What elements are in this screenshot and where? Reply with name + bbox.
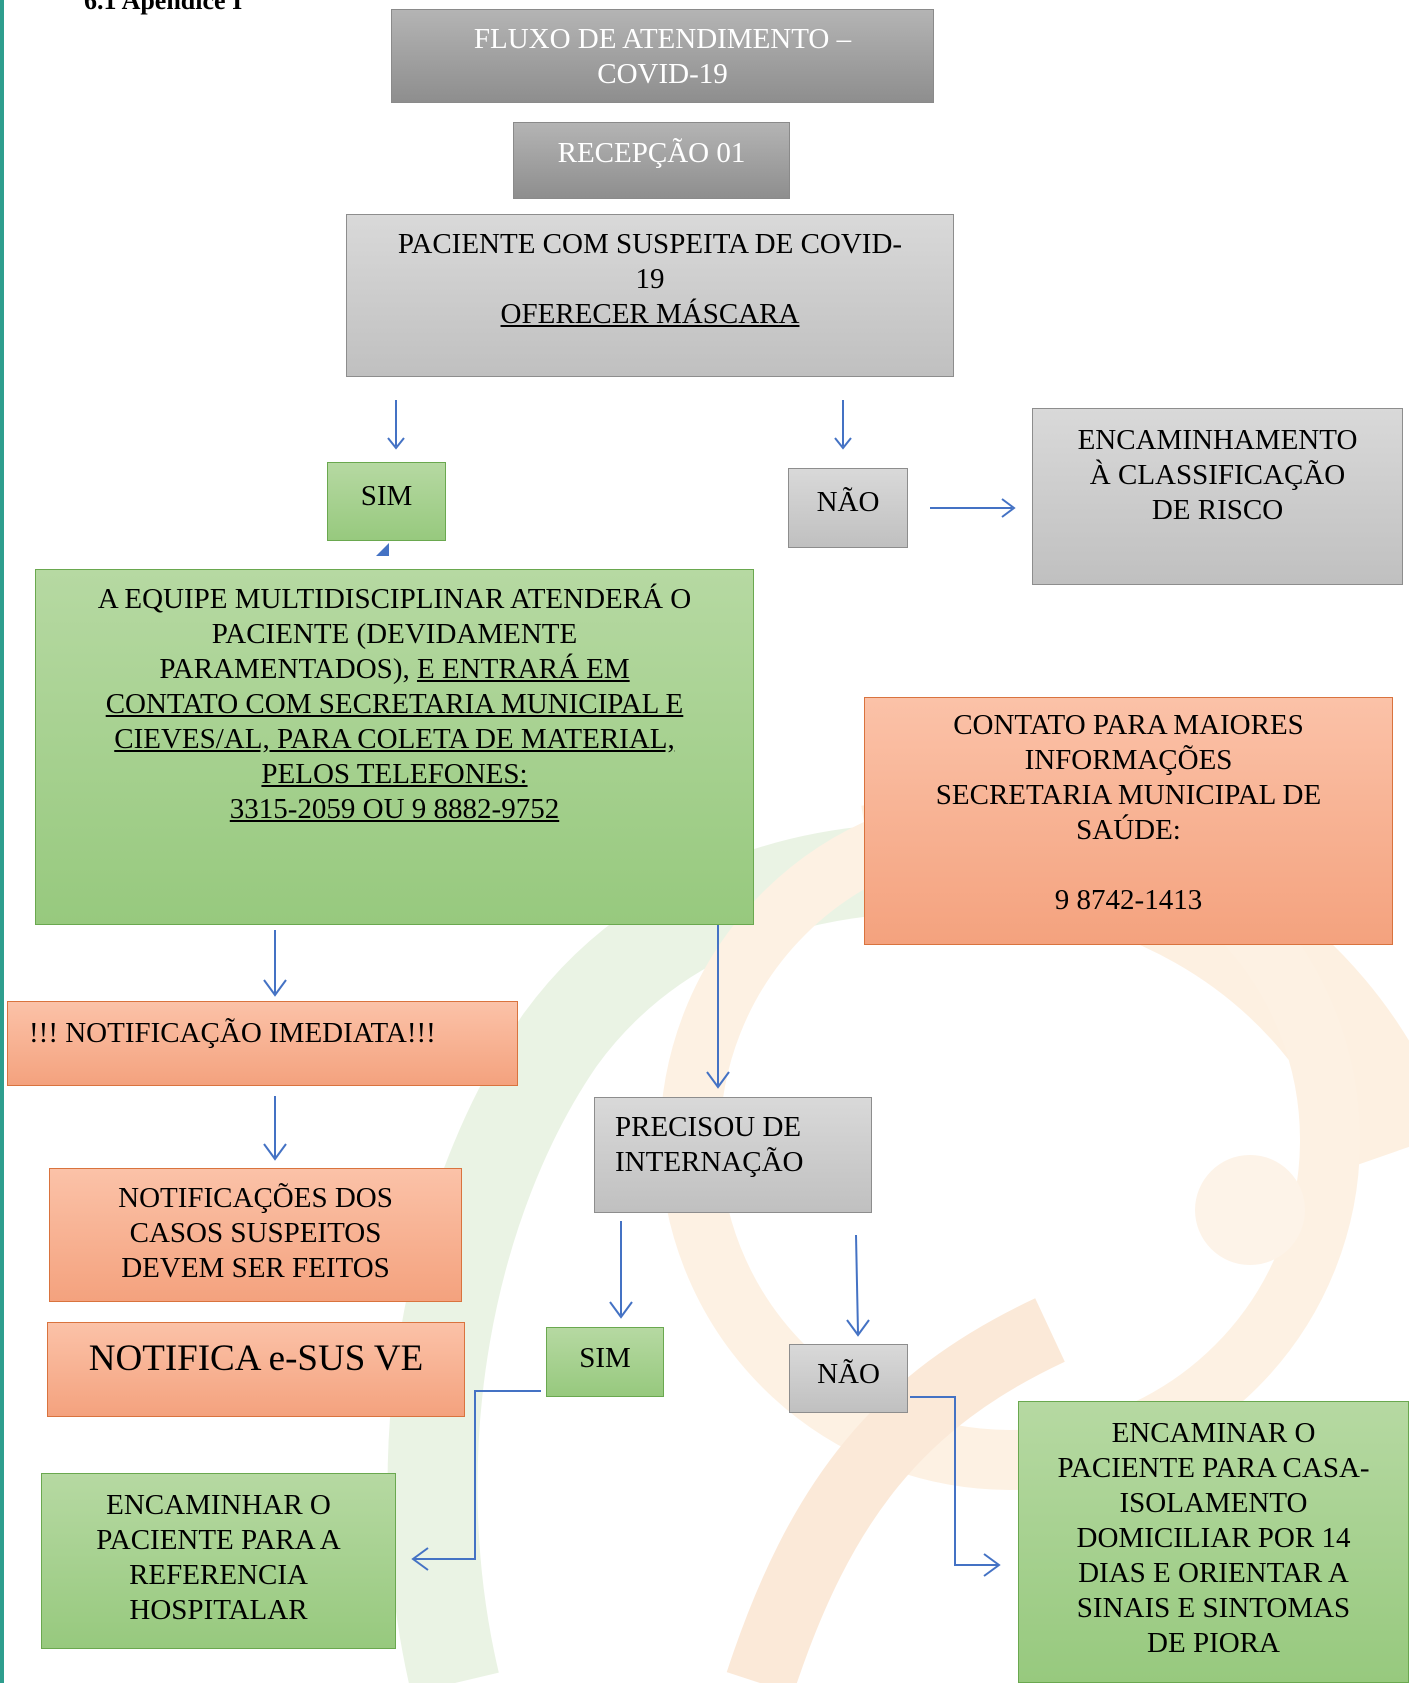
risk-line-2: À CLASSIFICAÇÃO [1089, 459, 1346, 491]
team-phones: 3315-2059 OU 9 8882-9752 [229, 793, 560, 825]
hospital-referral-box: ENCAMINHAR O PACIENTE PARA A REFERENCIA … [41, 1473, 396, 1649]
arrowhead-no-2 [846, 1319, 870, 1337]
reception-label: RECEPÇÃO 01 [557, 137, 746, 169]
isolation-line-6: SINAIS E SINTOMAS [1076, 1592, 1351, 1624]
no-box-1: NÃO [788, 468, 908, 548]
title-line-2: COVID-19 [597, 58, 728, 90]
contact-phone: 9 8742-1413 [1054, 884, 1203, 916]
notifica-esus-label: NOTIFICA e-SUS VE [88, 1338, 424, 1379]
no-box-2: NÃO [789, 1344, 908, 1413]
team-line-4: CONTATO COM SECRETARIA MUNICIPAL E [105, 688, 684, 720]
arrowhead-yes-2 [609, 1301, 633, 1319]
risk-line-3: DE RISCO [1151, 494, 1284, 526]
notif-line-1: NOTIFICAÇÕES DOS [118, 1182, 393, 1214]
hospital-line-4: HOSPITALAR [129, 1594, 308, 1626]
contact-line-1: CONTATO PARA MAIORES [953, 709, 1304, 741]
arrow-yes-to-hospital [414, 1390, 541, 1560]
hospitalization-line-1: PRECISOU DE [615, 1111, 802, 1143]
reception-box: RECEPÇÃO 01 [513, 122, 790, 199]
arrow-no-to-isolation [910, 1396, 998, 1566]
notif-line-2: CASOS SUSPEITOS [129, 1217, 382, 1249]
title-box: FLUXO DE ATENDIMENTO – COVID-19 [391, 9, 934, 103]
hospital-line-2: PACIENTE PARA A [96, 1524, 341, 1556]
isolation-line-2: PACIENTE PARA CASA- [1057, 1452, 1370, 1484]
arrowhead-hospital [411, 1547, 429, 1571]
arrowhead-hospitalization [706, 1071, 730, 1089]
no-label-2: NÃO [817, 1358, 880, 1390]
suspect-line-1: PACIENTE COM SUSPEITA DE COVID- [397, 228, 903, 260]
team-line-5: CIEVES/AL, PARA COLETA DE MATERIAL, [114, 723, 675, 755]
immediate-notification-box: !!! NOTIFICAÇÃO IMEDIATA!!! [7, 1001, 518, 1086]
hospitalization-box: PRECISOU DE INTERNAÇÃO [594, 1097, 872, 1213]
page-edge-bar [0, 0, 4, 1683]
isolation-line-1: ENCAMINAR O [1111, 1417, 1316, 1449]
immediate-notification-label: !!! NOTIFICAÇÃO IMEDIATA!!! [29, 1017, 436, 1049]
hospital-line-3: REFERENCIA [129, 1559, 308, 1591]
team-line-3b: E ENTRARÁ EM [416, 653, 630, 685]
home-isolation-box: ENCAMINAR O PACIENTE PARA CASA- ISOLAMEN… [1018, 1401, 1409, 1683]
arrowhead-yes-up [376, 543, 389, 556]
arrow-hospitalization-to-no [855, 1234, 859, 1334]
team-line-1: A EQUIPE MULTIDISCIPLINAR ATENDERÁ O [97, 583, 692, 615]
suspect-line-2: 19 [635, 263, 665, 295]
risk-classification-box: ENCAMINHAMENTO À CLASSIFICAÇÃO DE RISCO [1032, 408, 1403, 585]
notif-line-3: DEVEM SER FEITOS [121, 1252, 390, 1284]
arrowhead-isolation [983, 1553, 1001, 1577]
yes-box-2: SIM [546, 1327, 664, 1397]
isolation-line-7: DE PIORA [1147, 1627, 1280, 1659]
arrowhead-suspect-no [834, 437, 852, 450]
arrowhead-notification [263, 979, 287, 997]
team-line-2: PACIENTE (DEVIDAMENTE [211, 618, 578, 650]
contact-box: CONTATO PARA MAIORES INFORMAÇÕES SECRETA… [864, 697, 1393, 945]
team-line-3: PARAMENTADOS), E ENTRARÁ EM [44, 652, 745, 687]
team-line-6: PELOS TELEFONES: [261, 758, 528, 790]
arrowhead-suspect-yes [387, 437, 405, 450]
contact-line-4: SAÚDE: [1076, 814, 1181, 846]
isolation-line-5: DIAS E ORIENTAR A [1078, 1557, 1349, 1589]
hospital-line-1: ENCAMINHAR O [106, 1489, 331, 1521]
yes-box-1: SIM [327, 462, 446, 541]
team-line-3a: PARAMENTADOS), [159, 653, 417, 685]
contact-line-3: SECRETARIA MUNICIPAL DE [935, 779, 1322, 811]
appendix-heading: 6.1 Apêndice I [84, 0, 243, 15]
arrowhead-risk [1001, 498, 1016, 518]
suspect-patient-box: PACIENTE COM SUSPEITA DE COVID- 19 OFERE… [346, 214, 954, 377]
notification-detail-box: NOTIFICAÇÕES DOS CASOS SUSPEITOS DEVEM S… [49, 1168, 462, 1302]
yes-label-1: SIM [360, 480, 413, 512]
hospitalization-line-2: INTERNAÇÃO [615, 1146, 804, 1178]
contact-line-2: INFORMAÇÕES [1024, 744, 1233, 776]
isolation-line-3: ISOLAMENTO [1119, 1487, 1308, 1519]
yes-label-2: SIM [579, 1342, 631, 1374]
isolation-line-4: DOMICILIAR POR 14 [1076, 1522, 1351, 1554]
risk-line-1: ENCAMINHAMENTO [1077, 424, 1358, 456]
notifica-esus-box: NOTIFICA e-SUS VE [47, 1322, 465, 1417]
multidisciplinary-team-box: A EQUIPE MULTIDISCIPLINAR ATENDERÁ O PAC… [35, 569, 754, 925]
offer-mask-text: OFERECER MÁSCARA [500, 298, 800, 330]
no-label-1: NÃO [816, 486, 880, 518]
title-line-1: FLUXO DE ATENDIMENTO – [473, 23, 852, 55]
arrowhead-detail [263, 1143, 287, 1161]
